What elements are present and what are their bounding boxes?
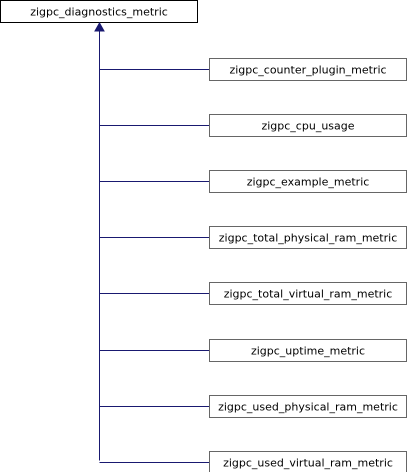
child-node[interactable]: zigpc_counter_plugin_metric: [99, 58, 407, 81]
root-node[interactable]: zigpc_diagnostics_metric: [0, 0, 198, 23]
child-node[interactable]: zigpc_example_metric: [99, 170, 407, 193]
child-node-box: [209, 282, 407, 305]
child-node-box: [209, 58, 407, 81]
child-node[interactable]: zigpc_uptime_metric: [99, 339, 407, 362]
child-node-box: [209, 395, 407, 418]
child-node[interactable]: zigpc_total_physical_ram_metric: [99, 226, 407, 249]
child-node-box: [209, 339, 407, 362]
child-node-box: [209, 114, 407, 137]
child-node-label: zigpc_used_virtual_ram_metric: [223, 457, 393, 470]
child-node[interactable]: zigpc_total_virtual_ram_metric: [99, 282, 407, 305]
child-node[interactable]: zigpc_cpu_usage: [99, 114, 407, 137]
child-node-box: [209, 170, 407, 193]
child-node-label: zigpc_uptime_metric: [251, 345, 365, 358]
inheritance-arrowhead: [94, 21, 105, 32]
child-node[interactable]: zigpc_used_virtual_ram_metric: [99, 451, 407, 472]
child-node-label: zigpc_counter_plugin_metric: [229, 64, 386, 77]
root-node-label: zigpc_diagnostics_metric: [30, 6, 168, 19]
child-node-label: zigpc_total_physical_ram_metric: [219, 232, 398, 245]
child-node[interactable]: zigpc_used_physical_ram_metric: [99, 395, 407, 418]
child-nodes: zigpc_counter_plugin_metric zigpc_cpu_usa…: [99, 58, 407, 472]
child-node-label: zigpc_example_metric: [247, 176, 370, 189]
root-node-box: [0, 0, 198, 23]
child-node-box: [209, 451, 407, 472]
child-node-label: zigpc_total_virtual_ram_metric: [224, 288, 393, 301]
child-node-label: zigpc_used_physical_ram_metric: [218, 401, 398, 414]
child-node-label: zigpc_cpu_usage: [261, 120, 354, 133]
child-node-box: [209, 226, 407, 249]
